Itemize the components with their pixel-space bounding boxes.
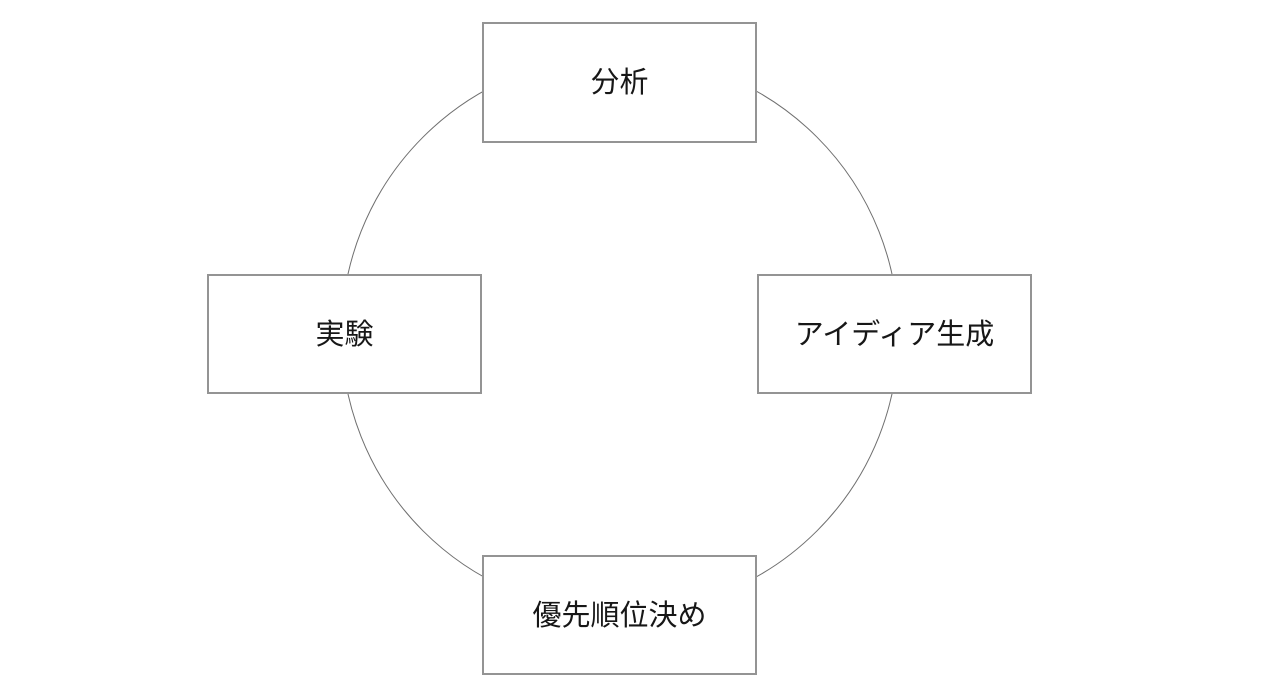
node-analysis[interactable]: 分析 bbox=[482, 22, 757, 143]
node-prioritization-label: 優先順位決め bbox=[532, 597, 707, 632]
node-analysis-label: 分析 bbox=[590, 65, 649, 99]
node-idea-generation[interactable]: アイディア生成 bbox=[757, 274, 1032, 394]
node-experiment-label: 実験 bbox=[315, 316, 374, 351]
node-experiment[interactable]: 実験 bbox=[207, 274, 482, 394]
node-idea-generation-label: アイディア生成 bbox=[794, 316, 995, 351]
node-prioritization[interactable]: 優先順位決め bbox=[482, 555, 757, 675]
